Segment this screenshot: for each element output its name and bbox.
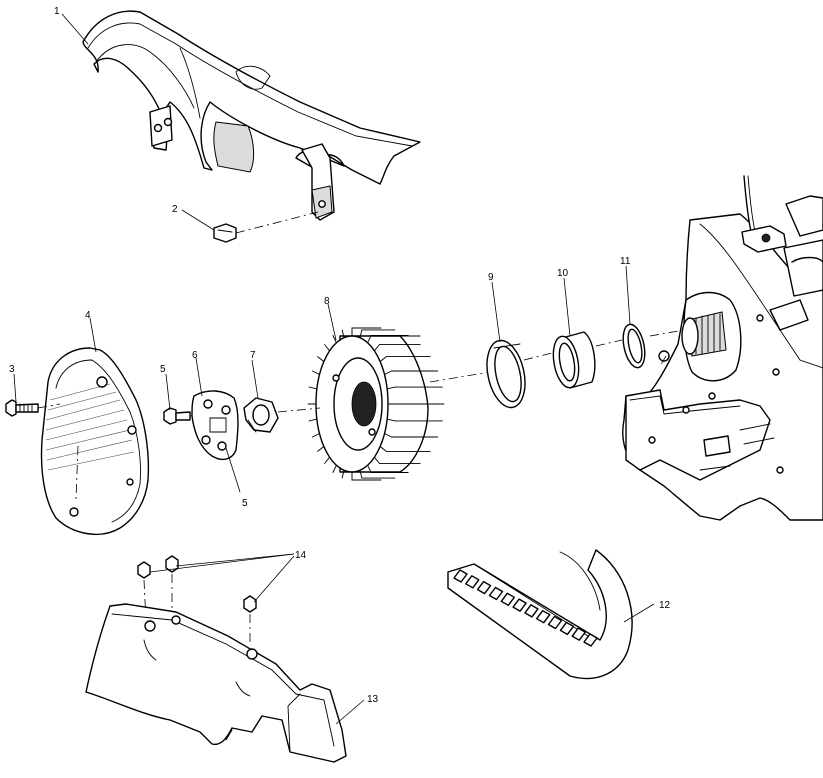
callout-2: 2 [172,204,178,215]
sprocket-tooth [332,335,337,344]
belt-tooth [488,586,504,601]
callout-9: 9 [488,272,494,283]
sprocket-tooth [332,464,337,473]
part-11-small-o-ring [622,323,646,369]
belt-tooth [465,575,480,589]
sprocket-tooth [359,469,363,479]
part-8-sprocket [307,327,445,481]
part-3-screw [5,399,61,417]
callout-3: 3 [9,364,15,375]
belt-tooth [536,610,551,624]
callout-6: 6 [192,350,198,361]
sprocket-tooth [367,464,372,473]
sprocket-tooth [341,469,345,479]
belt-tooth [500,592,515,606]
part-7-nut [243,397,279,433]
part-12-drive-belt [447,549,633,680]
belt-tooth [559,621,575,636]
callout-7: 7 [250,350,256,361]
part-4-cover [40,347,150,535]
sprocket-tooth [386,386,396,390]
sprocket-tooth [341,329,345,339]
belt-tooth [524,604,539,618]
belt-teeth [453,569,598,647]
sprocket-teeth [307,327,445,481]
sprocket-tooth [386,418,396,422]
callout-13: 13 [367,694,379,705]
sprocket-tooth [379,356,387,363]
sprocket-tooth [308,418,318,422]
callout-5-upper: 5 [160,364,166,375]
callout-11: 11 [620,256,631,267]
part-9-o-ring [486,339,526,409]
sprocket-tooth [317,445,325,452]
belt-tooth [583,633,598,647]
sprocket-tooth [383,433,393,438]
sprocket-tooth [311,433,321,438]
callout-5-lower: 5 [242,498,248,509]
sprocket-tooth [308,386,318,390]
callout-10: 10 [557,268,569,279]
callout-4: 4 [85,310,91,321]
part-13-lower-guard [85,603,347,763]
sprocket-tooth [379,445,387,452]
sprocket-tooth [324,344,331,352]
engine-chaincase [622,175,823,521]
sprocket-tooth [317,356,325,363]
sprocket-tooth [373,456,380,464]
callout-numbers: 1 2 3 4 5 5 6 7 8 9 10 11 12 13 14 [9,6,671,705]
belt-tooth [547,615,563,630]
leader-lines [13,13,655,725]
part-10-spacer [552,331,596,389]
callout-1: 1 [54,6,60,17]
belt-tooth [512,598,527,612]
callout-12: 12 [659,600,671,611]
sprocket-tooth [367,335,372,344]
part-1-upper-guard [82,10,421,221]
sprocket-tooth [359,329,363,339]
part-6-retaining-plate [191,390,239,461]
belt-tooth [571,627,586,641]
belt-tooth [453,569,468,583]
sprocket-tooth [324,456,331,464]
belt-tooth [476,580,492,595]
sprocket-tooth [311,370,321,375]
callout-14: 14 [295,550,307,561]
callout-8: 8 [324,296,330,307]
part-14-screws [137,555,257,644]
part-2-bolt [213,211,319,243]
sprocket-tooth [373,344,380,352]
sprocket-tooth [383,370,393,375]
